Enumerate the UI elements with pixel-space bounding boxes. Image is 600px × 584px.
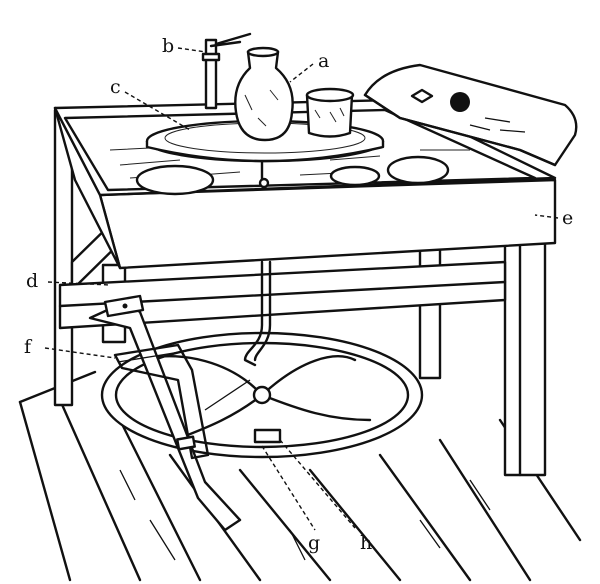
label-d: d <box>26 270 38 292</box>
treadle <box>88 294 251 532</box>
gauge-stick <box>201 32 252 110</box>
label-g: g <box>308 532 320 554</box>
label-a: a <box>318 50 329 72</box>
vase <box>234 46 294 142</box>
label-c: c <box>110 76 121 98</box>
label-h: h <box>360 532 372 554</box>
label-f: f <box>24 336 33 358</box>
label-e: e <box>562 207 573 229</box>
water-pot <box>305 87 355 138</box>
side-board <box>363 63 578 167</box>
label-b: b <box>162 35 174 57</box>
leader-lines <box>44 47 559 359</box>
